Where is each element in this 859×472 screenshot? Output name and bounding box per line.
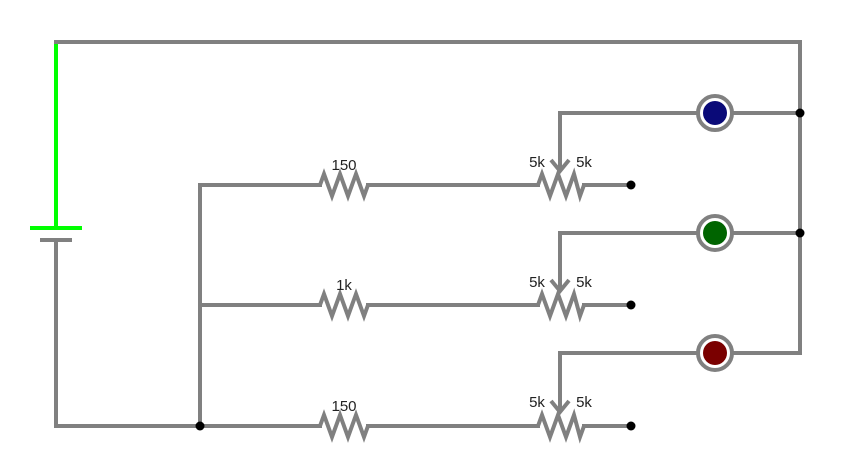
potentiometer-p2-right-label: 5k	[576, 274, 592, 291]
led-red	[696, 334, 734, 372]
resistor-r2: 1k	[318, 277, 370, 322]
potentiometer-p2-zigzag	[536, 287, 586, 323]
led-blue-core	[703, 101, 727, 125]
led-red-core	[703, 341, 727, 365]
led-green	[696, 214, 734, 252]
led-blue	[696, 94, 734, 132]
resistor-r3: 150	[318, 398, 370, 443]
junction-dot-right-2	[795, 228, 805, 238]
potentiometer-p1-zigzag	[536, 167, 586, 203]
potentiometer-p3-right-label: 5k	[576, 394, 592, 411]
potentiometer-p1-wiper-arrow	[549, 158, 571, 175]
resistor-r1-label: 150	[331, 157, 356, 174]
potentiometer-p1-left-label: 5k	[529, 154, 545, 171]
resistor-r2-zigzag	[318, 288, 370, 322]
potentiometer-p2-left-label: 5k	[529, 274, 545, 291]
junction-dot-bottom-left	[195, 421, 205, 431]
potentiometer-p2-wiper-arrow	[549, 278, 571, 295]
led-green-core	[703, 221, 727, 245]
potentiometer-p3-left-label: 5k	[529, 394, 545, 411]
potentiometer-p1: 5k 5k	[529, 111, 592, 203]
potentiometer-p1-right-label: 5k	[576, 154, 592, 171]
potentiometer-p3-wiper-arrow	[549, 399, 571, 416]
resistor-r1-zigzag	[318, 168, 370, 202]
battery	[30, 42, 82, 428]
terminal-dot-2	[626, 300, 636, 310]
resistor-r1: 150	[318, 157, 370, 202]
resistor-r3-zigzag	[318, 409, 370, 443]
resistor-r2-label: 1k	[336, 277, 352, 294]
resistor-r3-label: 150	[331, 398, 356, 415]
potentiometer-p3-zigzag	[536, 408, 586, 444]
potentiometer-p3: 5k 5k	[529, 351, 592, 444]
terminal-dot-3	[626, 421, 636, 431]
junction-dot-right-1	[795, 108, 805, 118]
terminal-dot-1	[626, 180, 636, 190]
potentiometer-p2: 5k 5k	[529, 231, 592, 323]
